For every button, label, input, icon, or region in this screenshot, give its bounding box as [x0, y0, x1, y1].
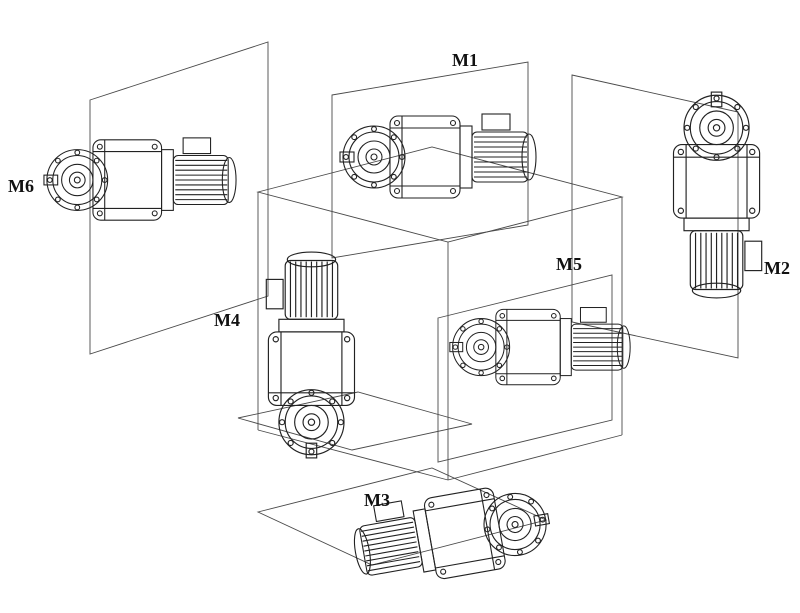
gearmotor-m1 [339, 113, 537, 199]
label-m2: M2 [764, 258, 790, 278]
gearmotor-m2 [672, 91, 763, 299]
label-m4: M4 [214, 310, 240, 330]
label-m3: M3 [364, 490, 390, 510]
label-m5: M5 [556, 254, 582, 274]
gearmotor-m6 [43, 137, 237, 221]
label-m6: M6 [8, 176, 34, 196]
mounting-plane-m2 [571, 74, 739, 359]
reference-cube [256, 146, 624, 481]
mounting-plane-m4 [237, 391, 473, 451]
gearmotor-m4 [265, 251, 356, 459]
mounting-plane-m6 [89, 41, 269, 355]
gearmotor-m5 [449, 307, 631, 386]
mounting-plane-m1 [331, 61, 529, 259]
label-m1: M1 [452, 50, 478, 70]
mounting-plane-m5 [437, 274, 613, 463]
